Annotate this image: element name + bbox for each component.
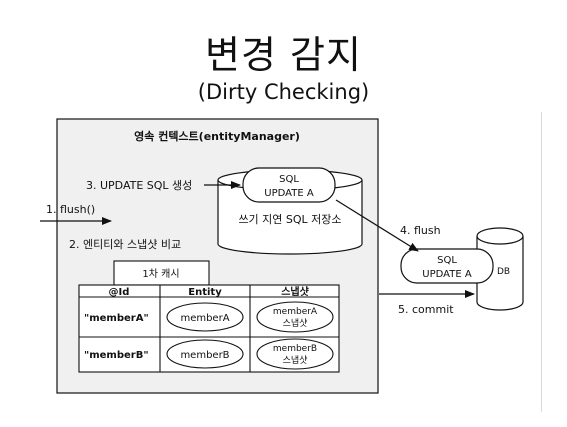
table-header-snapshot: 스냅샷 — [281, 285, 309, 298]
table-header-entity: Entity — [188, 287, 222, 298]
db-label: DB — [497, 267, 510, 277]
snapshot-member-b-ellipse — [256, 338, 334, 370]
write-store-label: 쓰기 지연 SQL 저장소 — [238, 213, 341, 226]
step-generate-sql: 3. UPDATE SQL 생성 — [86, 179, 192, 192]
step-commit: 5. commit — [398, 303, 454, 316]
sql-db-line2: UPDATE A — [422, 269, 472, 280]
row-b-id: "memberB" — [84, 350, 149, 361]
slide-title: 변경 감지 — [205, 33, 362, 77]
sql-store-line2: UPDATE A — [264, 188, 314, 199]
row-b-snapshot-line1: memberB — [273, 344, 317, 354]
row-b-entity: memberB — [180, 350, 229, 361]
divider — [541, 112, 542, 412]
sql-statement-db — [400, 248, 494, 284]
entity-member-b-ellipse — [166, 339, 244, 369]
snapshot-member-a-ellipse — [256, 301, 334, 333]
row-a-snapshot-line1: memberA — [273, 307, 318, 317]
persistence-context-label: 영속 컨텍스트(entityManager) — [134, 129, 300, 143]
sql-statement-store — [242, 167, 336, 203]
step-flush: 4. flush — [400, 224, 441, 237]
row-b-snapshot-line2: 스냅샷 — [283, 354, 308, 366]
row-a-entity: memberA — [180, 313, 229, 324]
first-level-cache-label: 1차 캐시 — [142, 268, 179, 280]
sql-store-line1: SQL — [279, 174, 299, 185]
slide-subtitle: (Dirty Checking) — [197, 80, 370, 104]
first-level-cache-label-box — [113, 260, 210, 286]
flush-arrow — [335, 199, 419, 252]
row-a-snapshot-line2: 스냅샷 — [283, 317, 308, 329]
sql-db-line1: SQL — [437, 255, 457, 266]
step-compare: 2. 엔티티와 스냅샷 비교 — [69, 238, 181, 251]
step-flush-call: 1. flush() — [46, 203, 95, 216]
row-a-id: "memberA" — [84, 313, 149, 324]
table-header-id: @Id — [109, 287, 130, 298]
entity-member-a-ellipse — [166, 302, 244, 332]
